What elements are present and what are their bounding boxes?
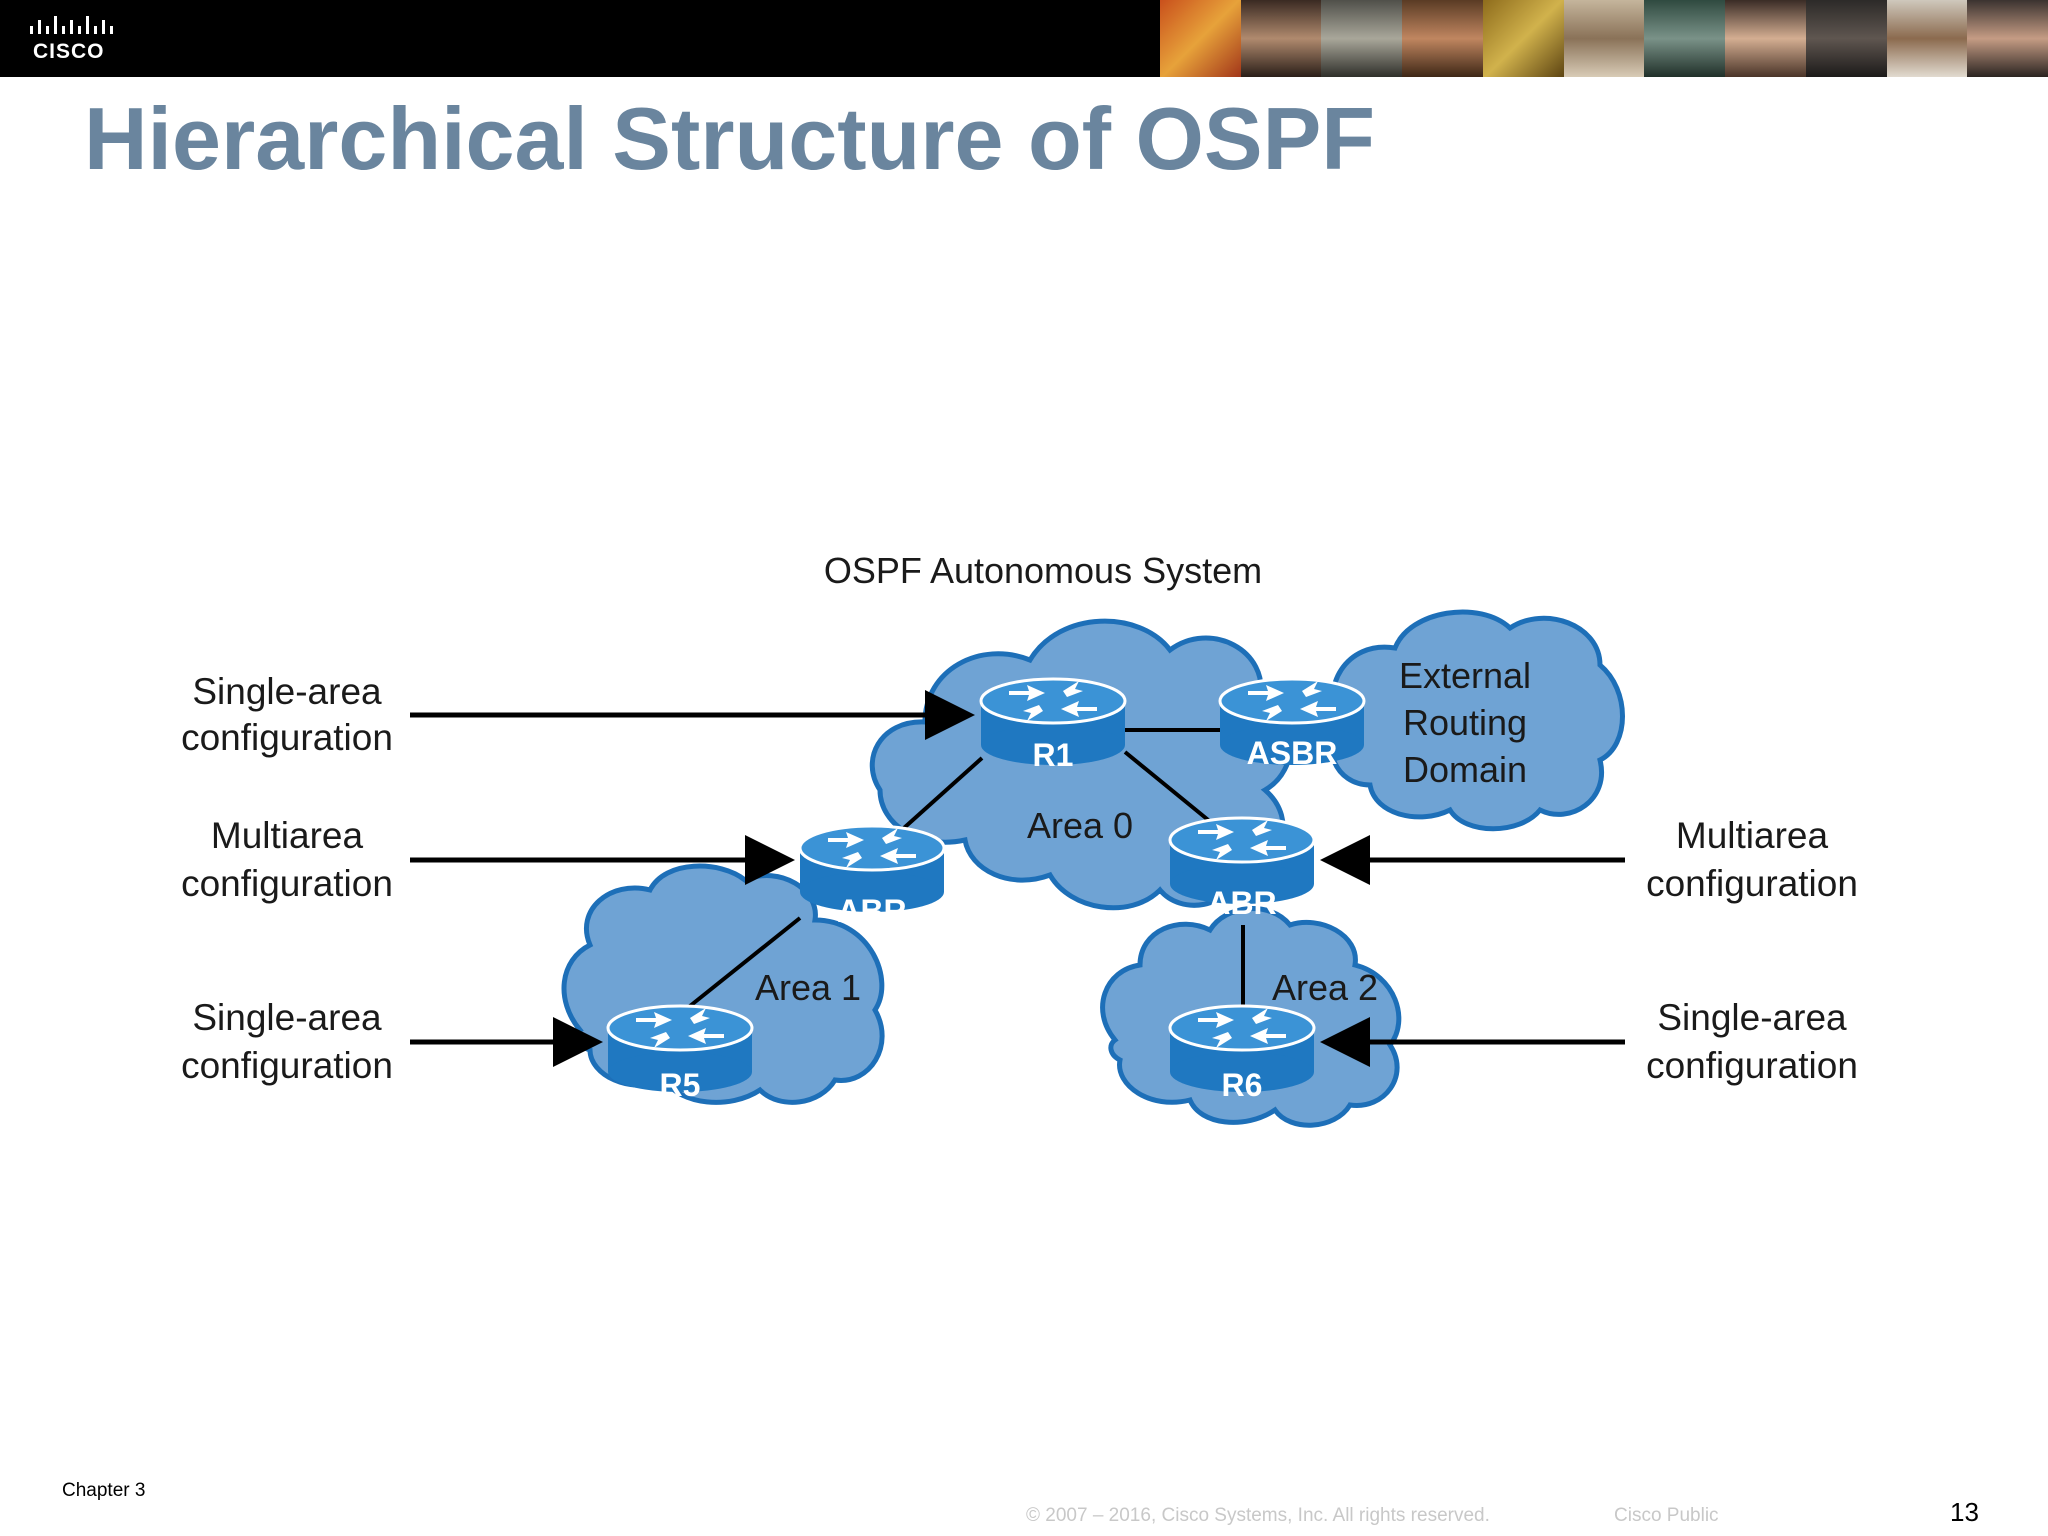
annotation-right-bottom-line1: Single-area bbox=[1657, 997, 1847, 1038]
footer-chapter: Chapter 3 bbox=[62, 1480, 146, 1501]
external-domain-label-1: External bbox=[1399, 655, 1531, 696]
area0-label: Area 0 bbox=[1027, 805, 1133, 846]
router-label-abr-area2: ABR bbox=[1207, 885, 1276, 921]
router-label-r5: R5 bbox=[660, 1067, 701, 1103]
annotation-left-bottom-line2: configuration bbox=[181, 1045, 393, 1086]
router-label-r1: R1 bbox=[1033, 737, 1074, 773]
annotation-right-mid-line1: Multiarea bbox=[1676, 815, 1829, 856]
top-banner: CISCO bbox=[0, 0, 2048, 77]
link-abr1-r5 bbox=[683, 916, 802, 1012]
annotation-right-bottom-line2: configuration bbox=[1646, 1045, 1858, 1086]
annotation-arrows bbox=[410, 690, 1625, 1067]
footer-copyright: © 2007 – 2016, Cisco Systems, Inc. All r… bbox=[1026, 1505, 1490, 1526]
router-links bbox=[683, 728, 1245, 1012]
footer-classification: Cisco Public bbox=[1614, 1505, 1719, 1526]
router-label-asbr: ASBR bbox=[1247, 735, 1338, 771]
annotation-left-mid-line2: configuration bbox=[181, 863, 393, 904]
annotation-left-top-line2: configuration bbox=[181, 717, 393, 758]
cisco-logo-text: CISCO bbox=[33, 40, 105, 63]
annotation-left-top-line1: Single-area bbox=[192, 671, 382, 712]
annotation-left-mid-line1: Multiarea bbox=[211, 815, 364, 856]
external-domain-cloud bbox=[1328, 609, 1625, 832]
link-r1-abr1 bbox=[893, 756, 984, 838]
area2-label: Area 2 bbox=[1272, 967, 1378, 1008]
link-r1-abr2 bbox=[1123, 750, 1220, 830]
area1-label: Area 1 bbox=[755, 967, 861, 1008]
diagram-caption: OSPF Autonomous System bbox=[824, 550, 1262, 591]
annotation-right-mid-line2: configuration bbox=[1646, 863, 1858, 904]
cisco-logo-icon bbox=[30, 16, 113, 34]
slide-title: Hierarchical Structure of OSPF bbox=[84, 89, 1376, 188]
external-domain-label-3: Domain bbox=[1403, 749, 1527, 790]
header-photo-strip bbox=[1160, 0, 2048, 77]
router-label-abr-area1: ABR bbox=[837, 893, 906, 929]
external-domain-label-2: Routing bbox=[1403, 702, 1527, 743]
annotation-left-bottom-line1: Single-area bbox=[192, 997, 382, 1038]
router-label-r6: R6 bbox=[1222, 1067, 1263, 1103]
page-number: 13 bbox=[1950, 1497, 1979, 1527]
